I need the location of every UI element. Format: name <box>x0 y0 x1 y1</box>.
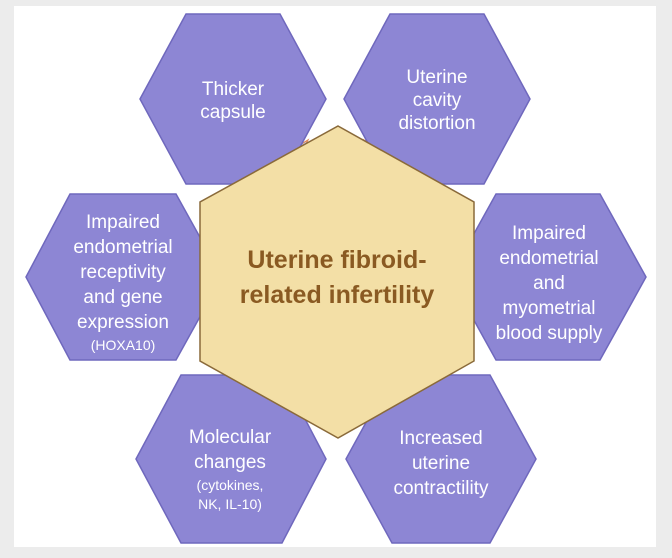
receptivity-label-line3: receptivity <box>80 262 166 283</box>
center-title-line2: related infertility <box>240 281 435 309</box>
molecular-label-note1: (cytokines, <box>197 477 264 493</box>
contractility-label-line1: Increased <box>399 428 482 449</box>
blood-label-line1: Impaired <box>512 223 586 244</box>
receptivity-label-line2: endometrial <box>73 237 172 258</box>
cavity-label-line3: distortion <box>398 113 475 134</box>
center-title-line1: Uterine fibroid- <box>247 246 426 274</box>
blood-label-line4: myometrial <box>503 298 596 319</box>
blood-label-line5: blood supply <box>496 323 603 344</box>
molecular-label-line2: changes <box>194 452 266 473</box>
receptivity-label-note: (HOXA10) <box>91 337 156 353</box>
blood-label-line2: endometrial <box>499 248 598 269</box>
factor-hex-blood <box>449 193 647 361</box>
factor-hex-molecular <box>135 374 327 544</box>
contractility-label-line3: contractility <box>393 478 489 499</box>
receptivity-label-line1: Impaired <box>86 212 160 233</box>
factor-hex-capsule <box>139 13 327 185</box>
contractility-label-line2: uterine <box>412 453 470 474</box>
molecular-label-line1: Molecular <box>189 427 272 448</box>
molecular-label-note2: NK, IL-10) <box>198 496 262 512</box>
receptivity-label-line4: and gene <box>83 287 162 308</box>
cavity-label-line1: Uterine <box>406 67 467 88</box>
capsule-label-line2: capsule <box>200 102 266 123</box>
blood-label-line3: and <box>533 273 565 294</box>
capsule-label-line1: Thicker <box>202 79 265 100</box>
cavity-label-line2: cavity <box>413 90 462 111</box>
center-hex <box>199 125 475 439</box>
receptivity-label-line5: expression <box>77 312 169 333</box>
